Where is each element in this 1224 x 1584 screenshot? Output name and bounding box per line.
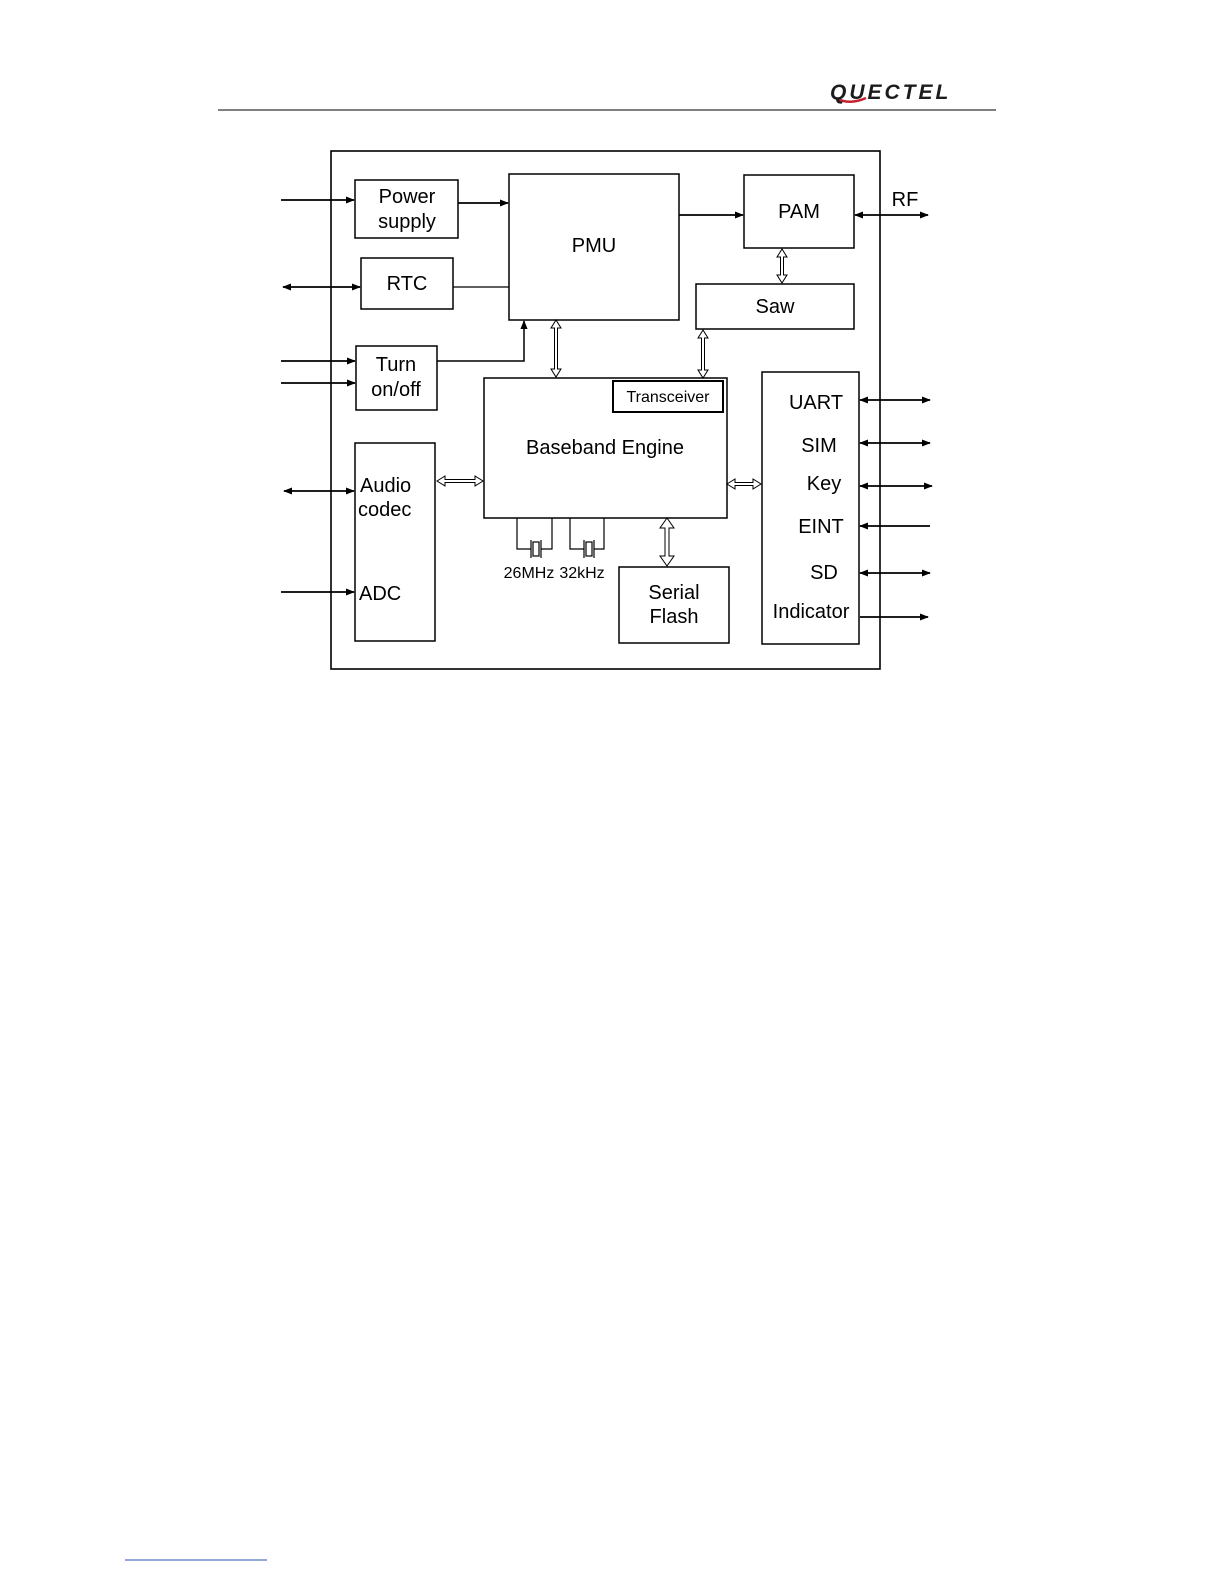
- bus-arrow-audio-baseband: [437, 476, 483, 486]
- pmu-label: PMU: [572, 235, 616, 257]
- logo-text: QUECTEL: [830, 81, 951, 104]
- audio-codec-label-line1: Audio: [360, 475, 411, 497]
- interface-label-key: Key: [807, 473, 841, 495]
- interface-label-uart: UART: [789, 392, 843, 414]
- crystal-32khz-label: 32kHz: [559, 565, 604, 582]
- crystal-26mhz-icon: [517, 518, 552, 558]
- arrow-turn-to-pmu: [437, 321, 524, 361]
- interface-label-sd: SD: [810, 562, 838, 584]
- interface-label-eint: EINT: [798, 516, 844, 538]
- baseband-engine-label: Baseband Engine: [526, 437, 684, 459]
- crystal-32khz-icon: [570, 518, 604, 558]
- serial-flash-label-line2: Flash: [650, 606, 699, 628]
- rtc-label: RTC: [387, 273, 428, 295]
- bus-arrow-saw-transceiver: [698, 330, 708, 378]
- pam-label: PAM: [778, 201, 820, 223]
- adc-label: ADC: [359, 583, 401, 605]
- power-supply-label-line1: Power: [379, 186, 436, 208]
- bus-arrow-pmu-baseband: [551, 320, 561, 377]
- turn-onoff-label-line2: on/off: [371, 379, 421, 401]
- serial-flash-label-line1: Serial: [648, 582, 699, 604]
- bus-arrow-baseband-flash: [660, 518, 674, 566]
- power-supply-label-line2: supply: [378, 211, 436, 233]
- header-logo: QUECTEL: [830, 81, 951, 104]
- transceiver-label: Transceiver: [627, 389, 711, 406]
- bus-arrow-pam-saw: [777, 249, 787, 283]
- turn-onoff-label-line1: Turn: [376, 354, 416, 376]
- saw-label: Saw: [756, 296, 795, 318]
- crystal-26mhz-label: 26MHz: [504, 565, 555, 582]
- bus-arrow-baseband-interface: [727, 479, 761, 489]
- audio-codec-label-line2: codec: [358, 499, 411, 521]
- rf-label: RF: [892, 189, 919, 211]
- interface-label-indicator: Indicator: [773, 601, 850, 623]
- interface-label-sim: SIM: [801, 435, 837, 457]
- audio-codec-block: [355, 443, 435, 641]
- serial-flash-block: [619, 567, 729, 643]
